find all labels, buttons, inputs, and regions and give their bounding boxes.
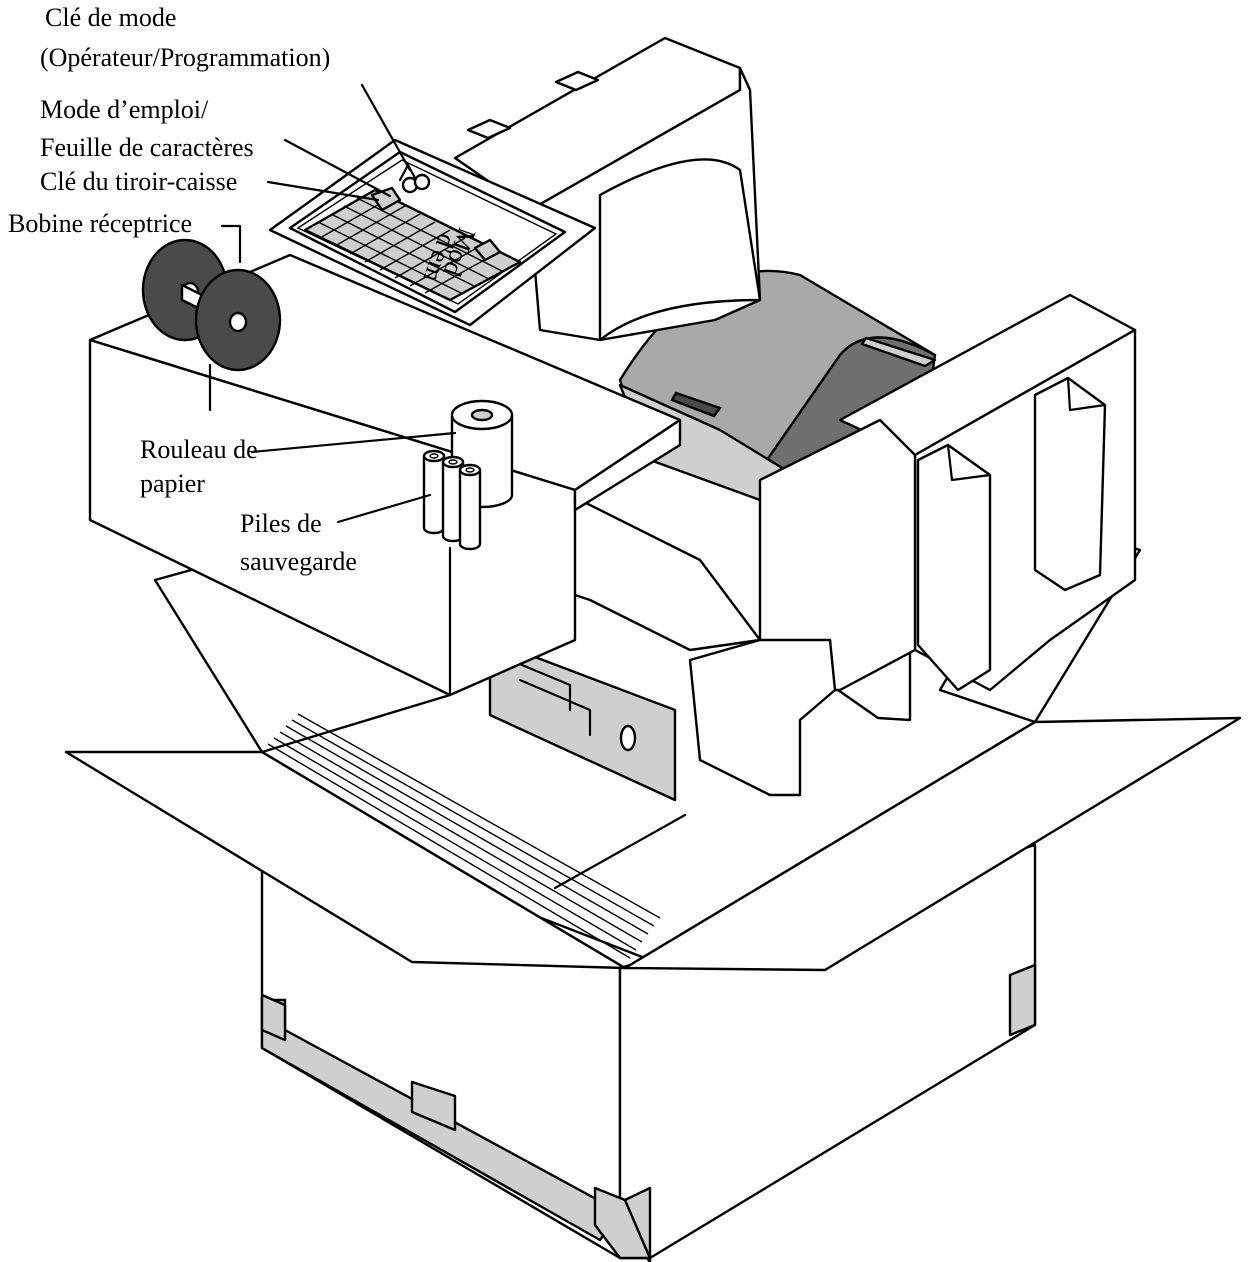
leader-paper-roll bbox=[250, 431, 457, 454]
leader-drawer-key bbox=[266, 180, 380, 202]
leader-mode-key bbox=[360, 83, 412, 172]
foam-back-tab-2 bbox=[554, 70, 600, 92]
register-drawer bbox=[488, 638, 677, 802]
leader-lines bbox=[220, 83, 457, 524]
carton-edge-stripes bbox=[267, 713, 661, 959]
carton-tape-corner-right bbox=[1008, 963, 1037, 1037]
foam-right-bottom bbox=[688, 638, 837, 797]
label-drawer-key: Clé du tiroir-caisse bbox=[40, 167, 237, 196]
label-mode-key-2: (Opérateur/Programmation) bbox=[40, 43, 330, 72]
drawer-key-item bbox=[370, 186, 402, 212]
carton-tape-right-bottom bbox=[623, 1186, 652, 1260]
foam-back-tab-1 bbox=[466, 118, 512, 140]
register-slot-top bbox=[860, 336, 937, 368]
manual-cover-sticker bbox=[473, 238, 502, 262]
callout-labels: Clé de mode (Opérateur/Programmation) Mo… bbox=[8, 3, 357, 576]
carton-tape-middle bbox=[410, 1080, 457, 1132]
carton-tape-corner-bottom bbox=[593, 1186, 652, 1260]
tray-right-face bbox=[573, 418, 682, 512]
foam-insert-right bbox=[688, 293, 1137, 797]
leader-take-up-spool bbox=[220, 224, 242, 264]
label-paper-roll-1: Rouleau de bbox=[140, 435, 258, 464]
label-batteries-1: Piles de bbox=[240, 509, 322, 538]
manual-and-character-sheet: Mod d'em bbox=[268, 138, 597, 327]
backup-batteries bbox=[422, 449, 482, 551]
printer-slot bbox=[670, 391, 722, 418]
label-take-up-spool: Bobine réceptrice bbox=[8, 209, 192, 238]
foam-block-2 bbox=[916, 443, 992, 692]
leader-manual bbox=[283, 138, 392, 198]
leader-batteries bbox=[336, 493, 432, 524]
drawer-lock bbox=[619, 724, 637, 752]
label-manual-2: Feuille de caractères bbox=[40, 133, 254, 162]
carton-tape-corner-left bbox=[260, 993, 287, 1042]
label-manual-1: Mode d’emploi/ bbox=[40, 95, 209, 124]
label-paper-roll-2: papier bbox=[140, 469, 205, 498]
foam-back-curve bbox=[598, 158, 762, 342]
take-up-spool bbox=[141, 238, 282, 372]
foam-insert-back bbox=[453, 36, 762, 342]
character-grid bbox=[303, 188, 522, 302]
label-mode-key-1: Clé de mode bbox=[45, 3, 176, 32]
label-batteries-2: sauvegarde bbox=[240, 547, 357, 576]
